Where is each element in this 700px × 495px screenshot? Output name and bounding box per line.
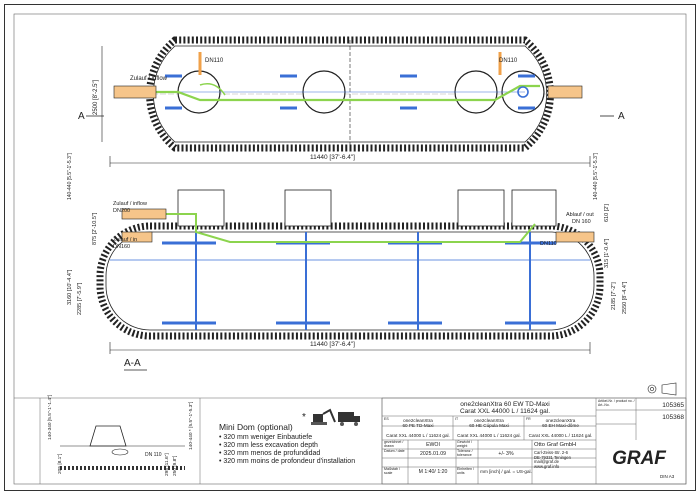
row-label-units: Einheiten / units [457, 467, 474, 475]
row-value-date: 2025.01.09 [420, 451, 446, 457]
detail-dn110: DN 110 [145, 452, 162, 458]
logo-text: GRAF [612, 448, 667, 469]
minidom-line: • 320 mm weniger Einbautiefe [219, 434, 313, 441]
side-dim-width: 11440 [37'-6.4"] [310, 341, 355, 348]
article-number-1: 105365 [662, 402, 684, 409]
top-dn110-right: DN110 [499, 58, 518, 64]
product-title-2: Carat XXL 44000 L / 11624 gal. [459, 408, 551, 415]
truck-icon [338, 412, 360, 426]
row-label-drawn: gezeichnet / drawn [384, 440, 404, 448]
top-dn110-left: DN110 [205, 58, 224, 64]
dim-875: 875 [2'-10.5"] [92, 212, 98, 245]
variant-code: IT [455, 417, 459, 421]
projection-symbol-icon [647, 382, 677, 396]
row-label-weight: Gewicht / weight [457, 440, 472, 448]
top-view: Zulauf / inflow DN110 DN110 A A 2500 [8'… [78, 36, 625, 167]
side-view: Zulauf / inflow DN200 Zulauf / in DN160 … [67, 152, 628, 371]
variant-code: ES [384, 417, 389, 421]
minidom-detail-drawing: 140-340 [5.5"-1'-1.4"] 205 [8.1"] DN 110… [47, 395, 194, 476]
row-label-scale: Maßstab / scale [384, 467, 400, 475]
side-inlet-dn160-label: Zulauf / in [113, 237, 137, 243]
side-outlet-label: Ablauf / out [566, 212, 594, 218]
side-outlet-dn: DN 160 [572, 219, 591, 225]
variant-2-size: Carat XXL 44000 L / 11624 gal. [457, 433, 521, 438]
variant-code: FR [526, 417, 531, 421]
section-marker-right: A [618, 111, 625, 122]
dim-315: 315 [1'-0.4"] [604, 238, 610, 268]
detail-dim-250: 250 [9.8"] [172, 456, 178, 476]
dim-2550: 2550 [8'-4.4"] [622, 281, 628, 314]
drawing-frame [4, 4, 696, 491]
title-block-grid [381, 397, 687, 485]
row-value-units: mm [inch] / gal. = US-gal. [480, 469, 532, 474]
dim-body-height: 2285 [7'-5.9"] [77, 282, 83, 315]
minidom-notes: Mini Dom (optional) • 320 mm weniger Ein… [219, 422, 389, 466]
dim-140-440-left: 140-440 [5.5"-1'-5.3"] [67, 152, 73, 200]
section-title: A-A [124, 358, 141, 369]
dim-140-440-right: 140-440 [5.5"-1'-5.3"] [593, 152, 599, 200]
side-inlet-dn160: DN160 [113, 244, 130, 250]
row-label-tolerance: Toleranz / tolerance [457, 449, 473, 457]
sheet-border [13, 13, 687, 485]
side-inlet-dn200-label: Zulauf / inflow [113, 201, 147, 207]
section-marker-left: A [78, 111, 85, 122]
row-value-tolerance: +/- 3% [498, 451, 514, 457]
detail-dim-140-340: 140-340 [5.5"-1'-1.4"] [47, 395, 53, 440]
row-label-date: Datum / date [384, 449, 405, 453]
dim-610: 610 [2'] [604, 204, 610, 222]
top-inlet-label: Zulauf / inflow [130, 76, 168, 82]
minidom-line: • 320 mm menos de profundidad [219, 450, 321, 457]
sheet-size: DIN A3 [660, 474, 675, 479]
top-dim-width: 11440 [37'-6.4"] [310, 154, 355, 161]
dim-2185: 2185 [7'-2"] [611, 282, 617, 310]
variant-1-size: Carat XXL 44000 L / 11624 gal. [386, 433, 450, 438]
product-title-1: one2cleanXtra 60 EW TD-Maxi [460, 401, 550, 408]
star-mark: * [302, 412, 306, 423]
company-address: Carl-Zeiss-Str. 2-6 DE-79331 Teningen ma… [534, 450, 571, 469]
variant-3-size: Carat XXL 44000 L / 11624 gal. [528, 433, 593, 438]
minidom-title: Mini Dom (optional) [219, 422, 293, 432]
minidom-line: • 320 mm less excavation depth [219, 442, 318, 449]
minidom-line: • 320 mm moins de profondeur d'installat… [219, 458, 356, 465]
company-name: Otto Graf GmbH [534, 442, 577, 448]
detail-dim-140-440: 140-440 * [5.5"-1'-5.3"] [188, 402, 194, 450]
side-inlet-dn200: DN200 [113, 208, 130, 214]
row-value-scale: M 1:40/ 1:20 [418, 469, 448, 475]
top-dim-height: 2500 [8'-2.5"] [93, 79, 99, 115]
side-dn110: DN110 [540, 241, 557, 247]
article-label: Artikel-Nr. / product no. / Art.-No. [598, 399, 635, 407]
graf-logo: GRAF [601, 445, 677, 469]
detail-dim-205: 205 [8.1"] [57, 454, 63, 474]
article-number-2: 105368 [662, 414, 684, 421]
excavator-icon [311, 408, 336, 425]
detail-dim-295: 295 [11.6"] [164, 453, 170, 476]
dim-total-height: 3160 [10'-4.4"] [67, 269, 73, 305]
row-value-drawn: EWOI [426, 442, 440, 448]
